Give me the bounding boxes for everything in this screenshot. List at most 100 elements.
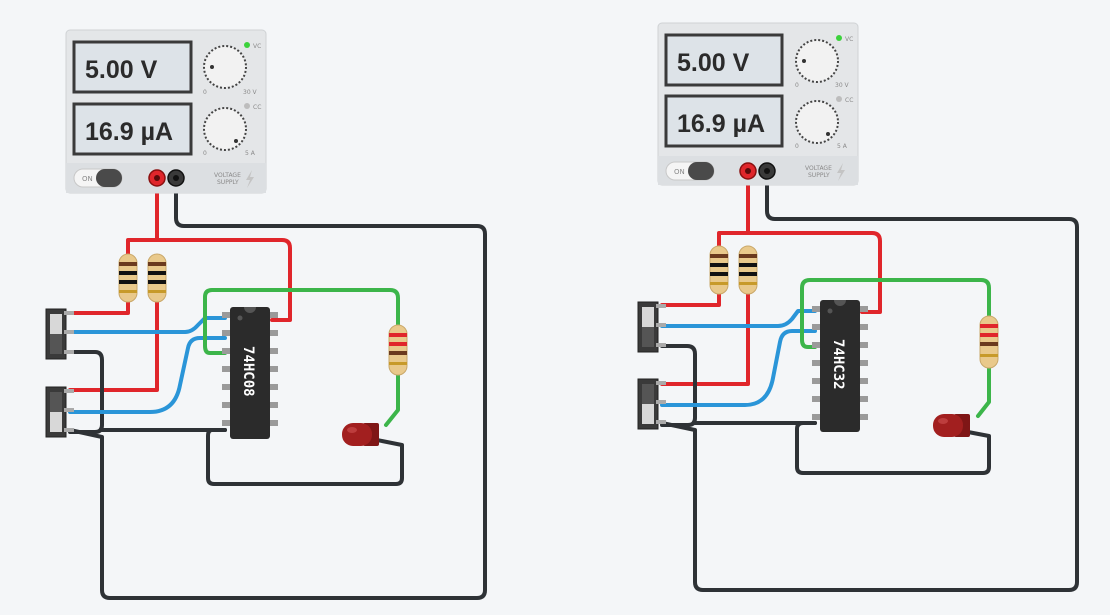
ic-label: 74HC08 (240, 346, 256, 397)
wire-black-led[interactable] (795, 421, 991, 475)
band (739, 263, 757, 267)
resistor-left-1[interactable] (118, 253, 138, 303)
voltage-display (72, 40, 193, 94)
wire-black-led[interactable] (206, 428, 404, 486)
band (119, 280, 137, 284)
voltage-display (664, 33, 784, 87)
power-switch[interactable]: ON (73, 168, 123, 188)
slide-switch-left-1[interactable] (45, 308, 74, 360)
wire-blue-2[interactable] (68, 336, 227, 414)
slide-switch-right-1[interactable] (637, 301, 666, 353)
current-knob-dot (826, 132, 830, 136)
ic-chip-left[interactable]: 74HC08 (222, 307, 278, 439)
ic-notch (244, 307, 256, 313)
wire-green-out[interactable] (203, 288, 400, 355)
wire-red-res2[interactable] (660, 290, 750, 386)
wire-red-res1[interactable] (68, 298, 130, 315)
ic-pins-right-side (858, 306, 868, 420)
brand-line1: VOLTAGE (214, 172, 241, 179)
power-supply-right: 5.00 V 16.9 µA VC CC 0 30 V 0 5 A ON VOL… (657, 22, 859, 186)
ic-pin1-dot (237, 315, 243, 321)
wire-red-supply[interactable] (717, 169, 750, 250)
band (739, 282, 757, 285)
positive-terminal-hole (745, 168, 751, 174)
power-supply-left: 5.00 V 16.9 µA VC CC 0 30 V 0 5 A ON VOL… (65, 29, 267, 194)
voltage-knob[interactable] (203, 45, 247, 89)
slide-switch-right-2[interactable] (637, 378, 666, 430)
resistor-right-led[interactable] (979, 315, 999, 369)
slide-switch-left-2[interactable] (45, 386, 74, 438)
current-readout: 16.9 µA (677, 110, 765, 138)
band (710, 254, 728, 258)
cc-label: CC (845, 97, 853, 104)
power-switch[interactable]: ON (665, 161, 715, 181)
wire-red-bus[interactable] (155, 238, 292, 322)
current-knob[interactable] (203, 107, 247, 151)
resistor-right-2[interactable] (738, 245, 758, 295)
v-max-label: 30 V (243, 89, 258, 96)
current-readout: 16.9 µA (85, 118, 173, 146)
band (980, 324, 998, 328)
cv-label: VC (845, 36, 853, 43)
positive-terminal-hole (154, 175, 160, 181)
wire-black-supply[interactable] (660, 169, 1079, 592)
wires-left (68, 176, 487, 600)
resistor-left-2[interactable] (147, 253, 167, 303)
a-min-label: 0 (203, 150, 207, 157)
wire-black-sw1[interactable] (68, 350, 104, 434)
wire-blue-1[interactable] (660, 309, 817, 328)
resistor-right-1[interactable] (709, 245, 729, 295)
voltage-knob[interactable] (795, 39, 839, 83)
band (710, 282, 728, 285)
current-knob-dot (234, 139, 238, 143)
wire-red-bus[interactable] (746, 231, 882, 314)
cc-label: CC (253, 104, 261, 111)
a-max-label: 5 A (245, 150, 256, 157)
lightning-icon (837, 163, 845, 181)
band (389, 351, 407, 355)
wire-blue-1[interactable] (68, 316, 227, 334)
wire-red-supply[interactable] (126, 176, 159, 257)
cc-led-icon (836, 96, 842, 102)
v-min-label: 0 (795, 82, 799, 89)
brand-line2: SUPPLY (808, 172, 830, 179)
wire-green-led[interactable] (384, 373, 400, 427)
wire-blue-2[interactable] (660, 329, 817, 407)
wire-green-out[interactable] (800, 278, 991, 349)
band (148, 262, 166, 266)
wire-black-supply[interactable] (68, 176, 487, 600)
band (389, 333, 407, 337)
v-max-label: 30 V (835, 82, 850, 89)
band (148, 271, 166, 275)
band (119, 271, 137, 275)
band (710, 272, 728, 276)
band (980, 354, 998, 357)
wire-green-led[interactable] (976, 366, 991, 418)
band (980, 342, 998, 346)
led-right[interactable] (933, 414, 970, 437)
current-display (72, 102, 193, 156)
a-min-label: 0 (795, 143, 799, 150)
band (148, 280, 166, 284)
led-left[interactable] (342, 423, 379, 446)
cv-led-icon (836, 35, 842, 41)
ic-pins-left-side (222, 312, 232, 426)
wire-black-sw1[interactable] (660, 344, 697, 427)
switch-label: ON (674, 168, 685, 176)
current-display (664, 94, 784, 148)
ic-pins-right-side (268, 312, 278, 426)
ic-notch (834, 300, 846, 306)
wire-red-res1[interactable] (660, 290, 721, 307)
v-min-label: 0 (203, 89, 207, 96)
resistor-left-led[interactable] (388, 324, 408, 376)
band (739, 272, 757, 276)
band (119, 262, 137, 266)
voltage-knob-dot (210, 65, 214, 69)
band (710, 263, 728, 267)
ic-chip-right[interactable]: 74HC32 (812, 300, 868, 432)
switch-label: ON (82, 175, 93, 183)
ic-pins-left-side (812, 306, 822, 420)
current-knob[interactable] (795, 100, 839, 144)
negative-terminal-hole (764, 168, 770, 174)
